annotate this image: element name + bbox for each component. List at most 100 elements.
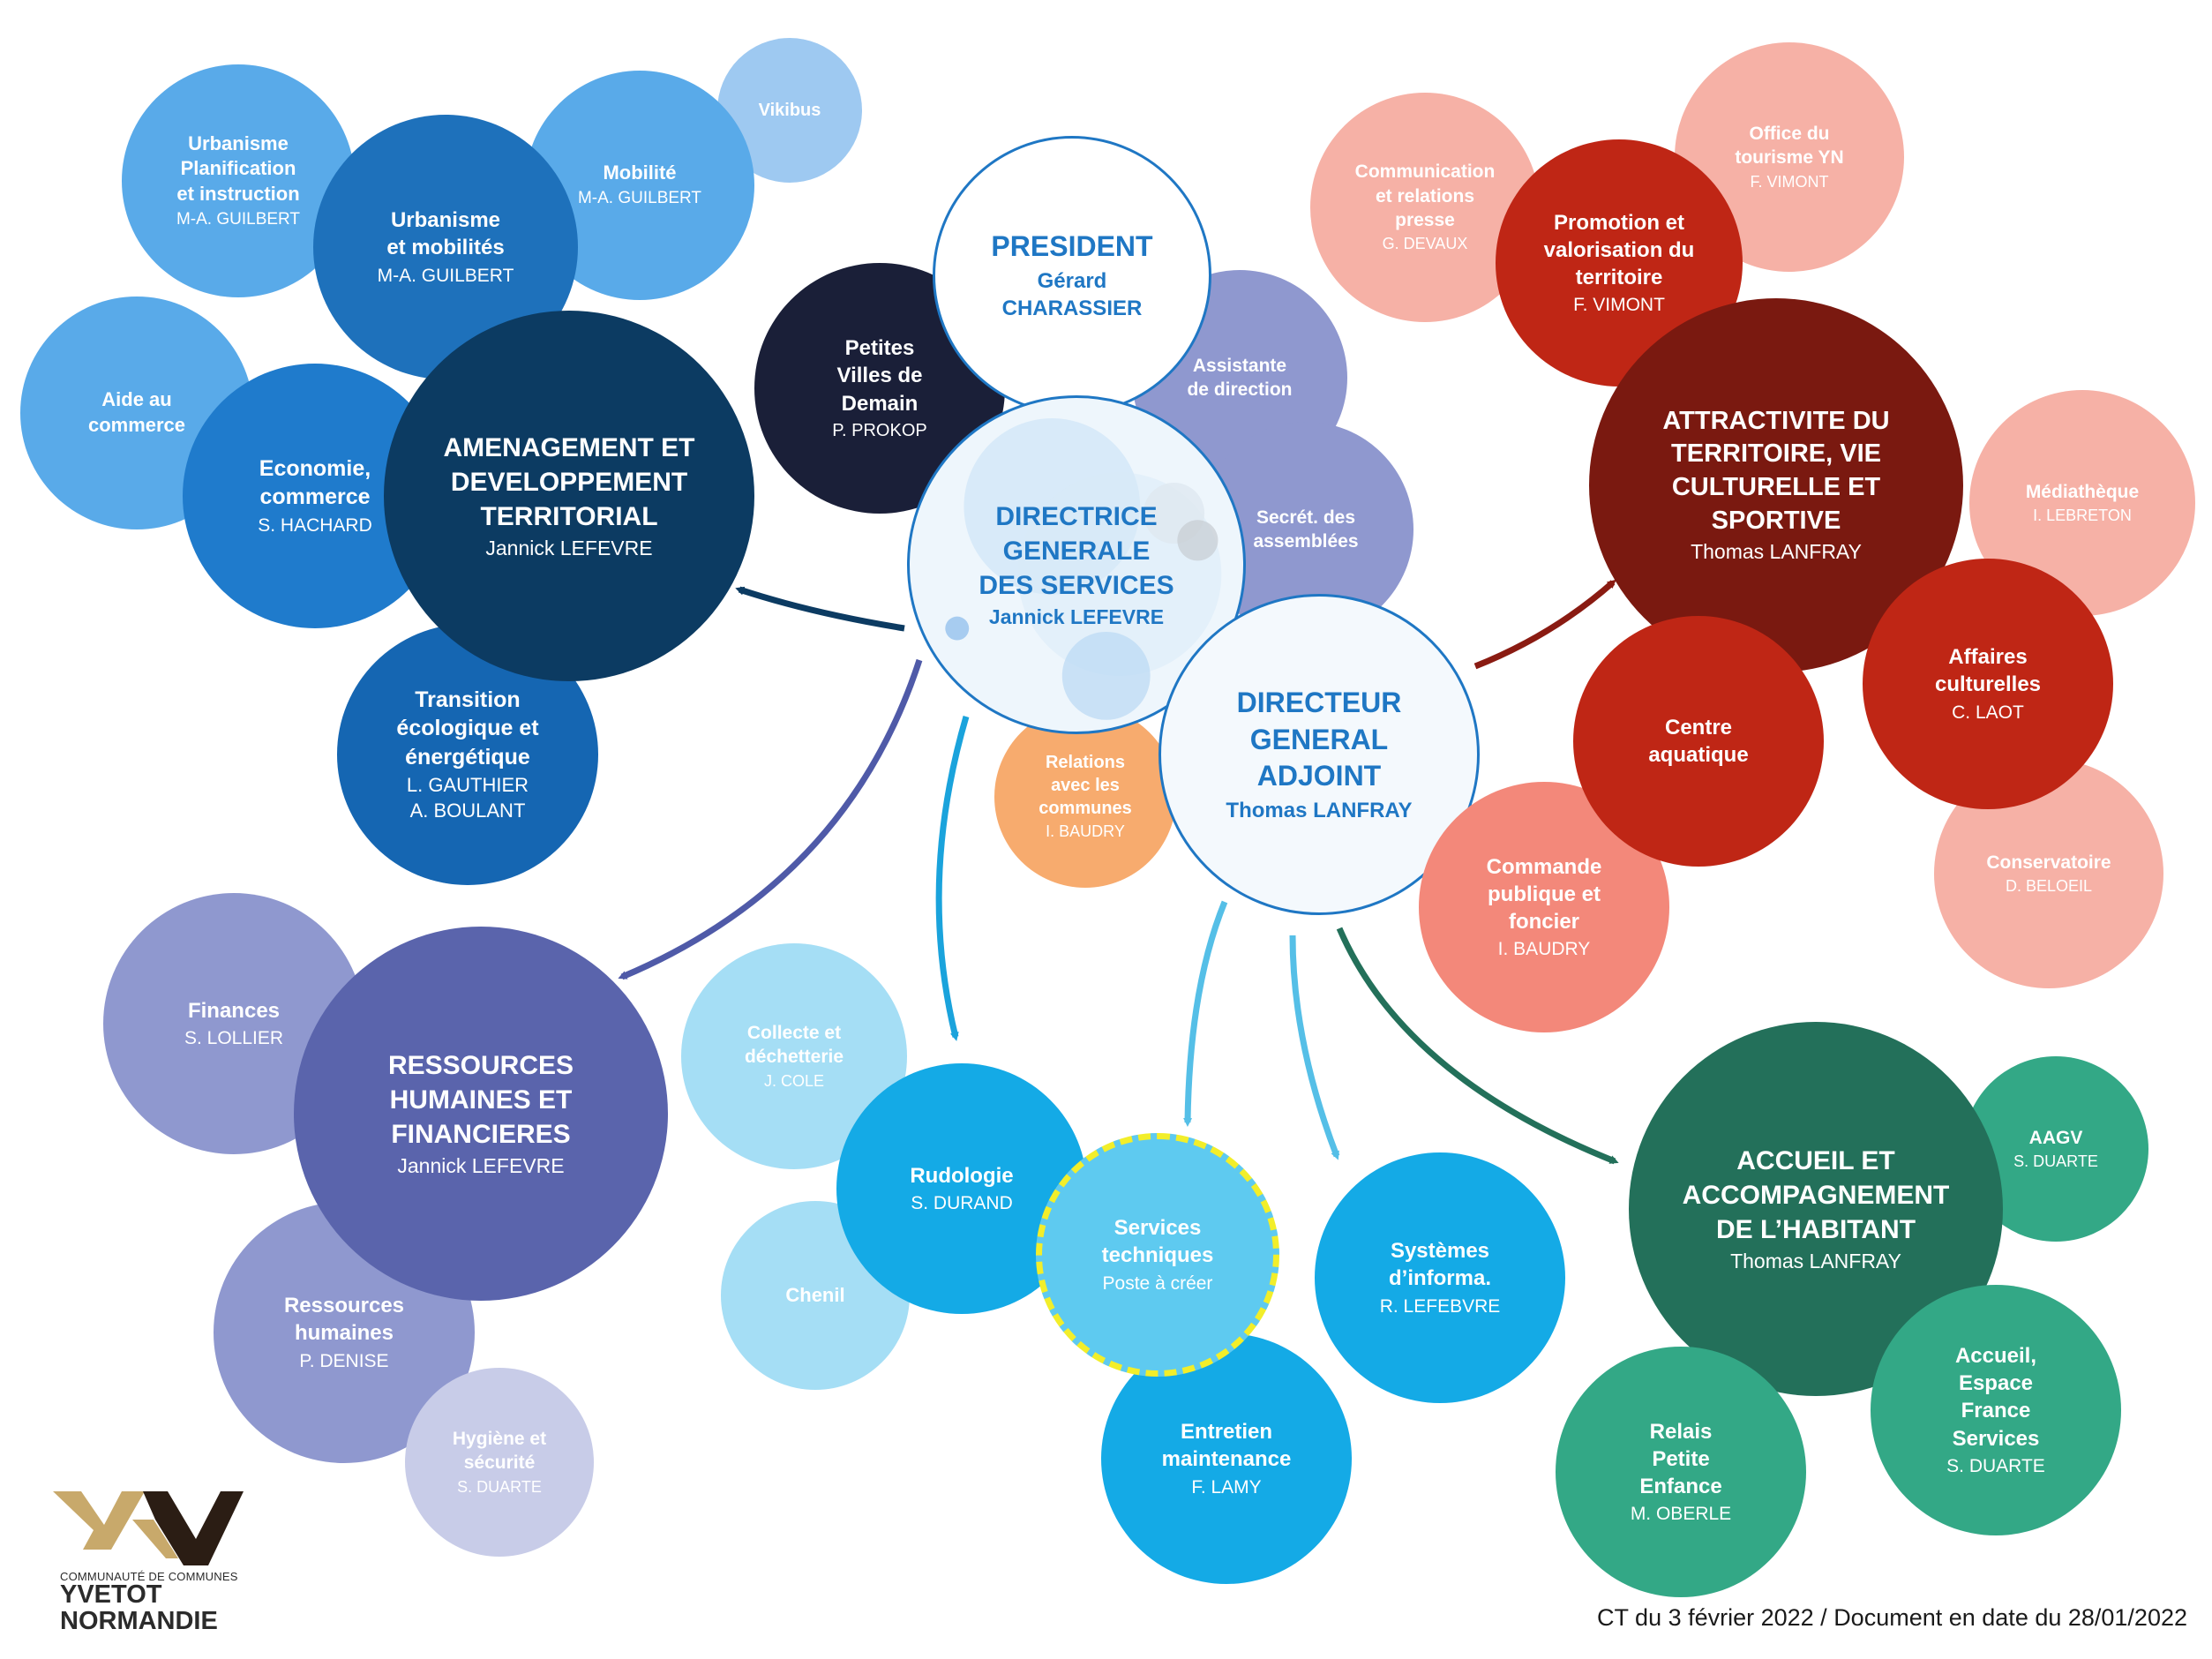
bubble-title: Petites Villes de Demain bbox=[836, 336, 923, 416]
bubble-title: Services techniques bbox=[1101, 1216, 1214, 1268]
bubble-subtitle: F. VIMONT bbox=[1573, 295, 1665, 316]
bubble-subtitle: M-A. GUILBERT bbox=[577, 188, 702, 207]
bubble-title: Chenil bbox=[785, 1283, 845, 1306]
bubble-systemes: Systèmes d’informa.R. LEFEBVRE bbox=[1315, 1152, 1565, 1403]
bubble-title: RESSOURCES HUMAINES ET FINANCIERES bbox=[387, 1050, 574, 1149]
bubble-text: Chenil bbox=[763, 1283, 868, 1309]
bubble-title: Relais Petite Enfance bbox=[1639, 1419, 1722, 1498]
bubble-subtitle: D. BELOEIL bbox=[2005, 876, 2093, 895]
bubble-attractivite: ATTRACTIVITE DU TERRITOIRE, VIE CULTUREL… bbox=[1589, 298, 1963, 672]
arrow-dgs-to-amenagement bbox=[735, 586, 905, 632]
bubble-subtitle: Jannick LEFEVRE bbox=[485, 536, 653, 559]
bubble-title: Promotion et valorisation du territoire bbox=[1543, 210, 1695, 289]
bubble-title: Entretien maintenance bbox=[1161, 1420, 1292, 1472]
bubble-subtitle: S. HACHARD bbox=[258, 514, 372, 536]
bubble-subtitle: Thomas LANFRAY bbox=[1730, 1249, 1901, 1272]
bubble-text: Office du tourisme YN F. VIMONT bbox=[1707, 122, 1871, 192]
bubble-title: Urbanisme Planification et instruction bbox=[176, 131, 300, 205]
bubble-text: Economie, commerce S. HACHARD bbox=[226, 454, 404, 537]
yvetot-normandie-logo: COMMUNAUTÉ DE COMMUNES YVETOT NORMANDIE bbox=[46, 1484, 249, 1634]
bubble-title: Conservatoire bbox=[1986, 852, 2111, 873]
bubble-title: Mobilité bbox=[603, 161, 677, 184]
bubble-title: ATTRACTIVITE DU TERRITOIRE, VIE CULTUREL… bbox=[1662, 406, 1890, 535]
arrow-dga-to-accueil bbox=[1336, 927, 1619, 1165]
bubble-title: Hygiène et sécurité bbox=[452, 1429, 547, 1474]
bubble-title: Affaires culturelles bbox=[1934, 645, 2042, 697]
bubble-title: Aide au commerce bbox=[87, 388, 186, 436]
bubble-office-tourisme: Office du tourisme YN F. VIMONT bbox=[1675, 42, 1904, 272]
bubble-title: Centre aquatique bbox=[1648, 715, 1749, 767]
bubble-title: Communication et relations presse bbox=[1354, 161, 1496, 230]
bubble-title: Transition écologique et énergétique bbox=[396, 687, 539, 769]
arrow-dgs-to-rh bbox=[618, 658, 923, 980]
bubble-subtitle: I. BAUDRY bbox=[1497, 939, 1591, 960]
arrow-dgs-to-rudologie bbox=[935, 716, 970, 1041]
bubble-subtitle: I. LEBRETON bbox=[2033, 506, 2132, 524]
bubble-text: Vikibus bbox=[741, 99, 838, 122]
bubble-dgs: DIRECTRICE GENERALE DES SERVICES Jannick … bbox=[907, 395, 1246, 734]
bubble-rh: RESSOURCES HUMAINES ET FINANCIERES Jannic… bbox=[294, 927, 668, 1301]
bubble-title: Médiathèque bbox=[2025, 481, 2140, 502]
bubble-title: AAGV bbox=[2028, 1127, 2083, 1148]
bubble-subtitle: Jannick LEFEVRE bbox=[397, 1153, 565, 1177]
bubble-title: Assistante de direction bbox=[1187, 355, 1293, 400]
bubble-subtitle: Thomas LANFRAY bbox=[1226, 798, 1413, 822]
bubble-subtitle: P. DENISE bbox=[299, 1350, 389, 1371]
bubble-subtitle: M-A. GUILBERT bbox=[176, 209, 301, 229]
bubble-subtitle: S. LOLLIER bbox=[184, 1027, 284, 1048]
bubble-title: Relations avec les communes bbox=[1039, 753, 1132, 819]
logo-line2: YVETOT bbox=[60, 1580, 162, 1609]
bubble-text: AMENAGEMENT ET DEVELOPPEMENT TERRITORIAL… bbox=[399, 431, 739, 562]
bubble-text: Médiathèque I. LEBRETON bbox=[1998, 480, 2166, 527]
bubble-title: Accueil, Espace France Services bbox=[1952, 1343, 2040, 1451]
bubble-subtitle: F. VIMONT bbox=[1750, 172, 1829, 191]
arrow-dga-to-systemes bbox=[1289, 935, 1340, 1160]
bubble-subtitle: C. LAOT bbox=[1952, 702, 2024, 723]
bubble-entretien: Entretien maintenance F. LAMY bbox=[1101, 1333, 1352, 1584]
bubble-text: Entretien maintenance F. LAMY bbox=[1132, 1418, 1322, 1499]
bubble-title: Economie, commerce bbox=[259, 455, 371, 510]
bubble-title: Secrét. des assemblées bbox=[1253, 507, 1359, 552]
bubble-text: Transition écologique et énergétique L. G… bbox=[365, 686, 570, 824]
bubble-text: Collecte et déchetterie J. COLE bbox=[717, 1021, 870, 1092]
bubble-subtitle: Jannick LEFEVRE bbox=[988, 604, 1165, 628]
bubble-text: Affaires culturelles C. LAOT bbox=[1905, 643, 2071, 724]
arrow-dga-to-attractivite bbox=[1473, 579, 1616, 670]
footer-date: CT du 3 février 2022 / Document en date … bbox=[1597, 1604, 2187, 1631]
bubble-text: Secrét. des assemblées bbox=[1227, 506, 1384, 554]
bubble-subtitle: J. COLE bbox=[763, 1071, 824, 1090]
bubble-title: DIRECTRICE GENERALE DES SERVICES bbox=[979, 501, 1174, 600]
bubble-subtitle: F. LAMY bbox=[1191, 1476, 1262, 1498]
bubble-centre-aquatique: Centre aquatique bbox=[1573, 616, 1824, 867]
bubble-title: Office du tourisme YN bbox=[1735, 124, 1844, 169]
bubble-text: DIRECTRICE GENERALE DES SERVICES Jannick … bbox=[939, 499, 1214, 631]
bubble-text: RESSOURCES HUMAINES ET FINANCIERES Jannic… bbox=[343, 1048, 619, 1180]
bubble-text: ATTRACTIVITE DU TERRITOIRE, VIE CULTUREL… bbox=[1618, 405, 1935, 567]
bubble-text: Conservatoire D. BELOEIL bbox=[1959, 851, 2139, 897]
bubble-title: Collecte et déchetterie bbox=[744, 1023, 844, 1068]
bubble-text: Assistante de direction bbox=[1161, 354, 1318, 402]
logo-line3: NORMANDIE bbox=[60, 1607, 218, 1635]
bubble-title: Systèmes d’informa. bbox=[1388, 1239, 1491, 1291]
bubble-subtitle: L. GAUTHIER A. BOULANT bbox=[406, 774, 529, 822]
